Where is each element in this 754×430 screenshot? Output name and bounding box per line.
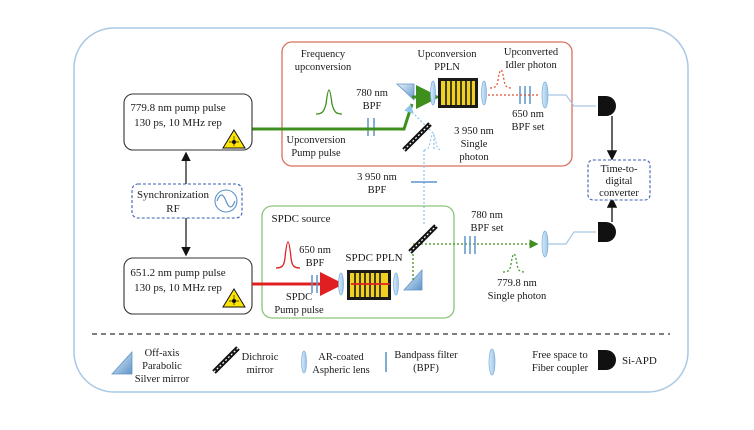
sync-rf-box xyxy=(131,183,243,219)
legend-mirror-label-2: Parabolic xyxy=(142,361,182,372)
legend-lens-label-1: AR-coated xyxy=(318,352,364,363)
upconverted-label-2: Idler photon xyxy=(505,60,557,71)
upconv-pump-label-2: Pump pulse xyxy=(291,148,341,159)
pump-651-label-2: 130 ps, 10 MHz rep xyxy=(134,282,222,294)
upconv-pump-label-1: Upconversion xyxy=(287,135,347,146)
pump-779-label-2: 130 ps, 10 MHz rep xyxy=(134,117,222,129)
bpf-3950-label-2: BPF xyxy=(368,185,387,196)
bpf-780-set-label-1: 780 nm xyxy=(471,210,503,221)
idler-pulse-shape xyxy=(489,69,513,89)
aspheric-lens-spdc-2 xyxy=(393,272,399,296)
single-3950-label-3: photon xyxy=(459,152,489,163)
spdc-ppln-core xyxy=(350,273,388,297)
legend-apd-label: Si-APD xyxy=(622,355,657,367)
spdc-ppln-label: SPDC PPLN xyxy=(345,252,402,264)
pump-651-box xyxy=(123,257,253,315)
legend-coupler-label-2: Fiber coupler xyxy=(532,363,589,374)
legend-bpf-label-1: Bandpass filter xyxy=(394,350,458,361)
legend-coupler-label-1: Free space to xyxy=(532,350,587,361)
tdc-label-2: digital xyxy=(606,176,633,187)
dichroic-mirror-bottom xyxy=(408,224,438,254)
signal-pulse-shape xyxy=(502,253,526,273)
spdc-source-label: SPDC source xyxy=(272,213,331,225)
aspheric-lens-spdc-1 xyxy=(338,272,344,296)
ppln-poling-bottom xyxy=(354,273,381,297)
bpf-650-set-label-2: BPF set xyxy=(512,122,545,133)
tdc-label-1: Time-to- xyxy=(601,164,638,175)
tdc-label-3: converter xyxy=(599,188,639,199)
legend-lens-icon xyxy=(301,350,307,374)
tdc-box xyxy=(587,159,651,201)
dichroic-mirror-top xyxy=(402,122,432,152)
bpf-650-label-2: BPF xyxy=(306,258,325,269)
single-3950-label-1: 3 950 nm xyxy=(454,126,494,137)
single-3950-label-2: Single xyxy=(461,139,488,150)
bpf-3950-label-1: 3 950 nm xyxy=(357,172,397,183)
legend-dichroic-icon xyxy=(212,346,240,374)
bpf-650-label-1: 650 nm xyxy=(299,245,331,256)
rf-sine-icon xyxy=(214,189,238,213)
spdc-box xyxy=(261,205,455,319)
bpf-780-set-label-2: BPF set xyxy=(471,223,504,234)
single-779-label-1: 779.8 nm xyxy=(497,278,537,289)
off-axis-mirror-top xyxy=(395,83,415,101)
up-ppln-label-1: Upconversion xyxy=(418,49,478,60)
aspheric-lens-up-1 xyxy=(430,80,436,106)
legend-bpf-label-2: (BPF) xyxy=(413,363,439,374)
photon-3950-path xyxy=(404,104,435,150)
bpf-780-top-label-2: BPF xyxy=(363,101,382,112)
si-apd-top xyxy=(598,96,616,116)
bpf-650-set-label-1: 650 nm xyxy=(512,109,544,120)
legend-dichroic-label-1: Dichroic xyxy=(242,352,279,363)
fiber-top xyxy=(548,94,596,107)
legend-lens-label-2: Aspheric lens xyxy=(312,365,369,376)
laser-warning-icon-top xyxy=(222,129,246,149)
freq-upconversion-label-2: upconversion xyxy=(295,62,352,73)
green-pulse-shape xyxy=(315,89,343,115)
red-pulse-shape xyxy=(275,241,301,269)
pump-651-label-1: 651.2 nm pump pulse xyxy=(130,267,225,279)
spdc-pump-label-1: SPDC xyxy=(286,292,312,303)
aspheric-lens-up-2 xyxy=(481,80,487,106)
legend-mirror-label-1: Off-axis xyxy=(145,348,180,359)
single-779-label-2: Single photon xyxy=(488,291,547,302)
spdc-pump-label-2: Pump pulse xyxy=(274,305,324,316)
pump-779-label-1: 779.8 nm pump pulse xyxy=(130,102,225,114)
legend-mirror-icon xyxy=(111,350,133,375)
legend-mirror-label-3: Silver mirror xyxy=(135,374,190,385)
freq-upconversion-label-1: Frequency xyxy=(301,49,346,60)
pump-779-box xyxy=(123,93,253,151)
laser-warning-icon-bottom xyxy=(222,288,246,308)
upconverted-label-1: Upconverted xyxy=(504,47,559,58)
fiber-coupler-bottom xyxy=(541,230,549,258)
sync-label-2: RF xyxy=(166,203,179,215)
fiber-bottom xyxy=(548,231,596,245)
sync-label-1: Synchronization xyxy=(137,189,210,201)
si-apd-bottom xyxy=(598,222,616,242)
outer-frame xyxy=(73,27,689,393)
up-ppln-label-2: PPLN xyxy=(434,62,460,73)
bpf-780-top-label-1: 780 nm xyxy=(356,88,388,99)
ppln-poling-top xyxy=(445,81,472,105)
upconv-pump-beam xyxy=(252,103,414,131)
photon-3950-pulse xyxy=(423,133,443,151)
legend-coupler-icon xyxy=(488,348,496,376)
legend-dichroic-label-2: mirror xyxy=(247,365,274,376)
fiber-coupler-top xyxy=(541,81,549,109)
legend-apd-icon xyxy=(598,350,616,370)
